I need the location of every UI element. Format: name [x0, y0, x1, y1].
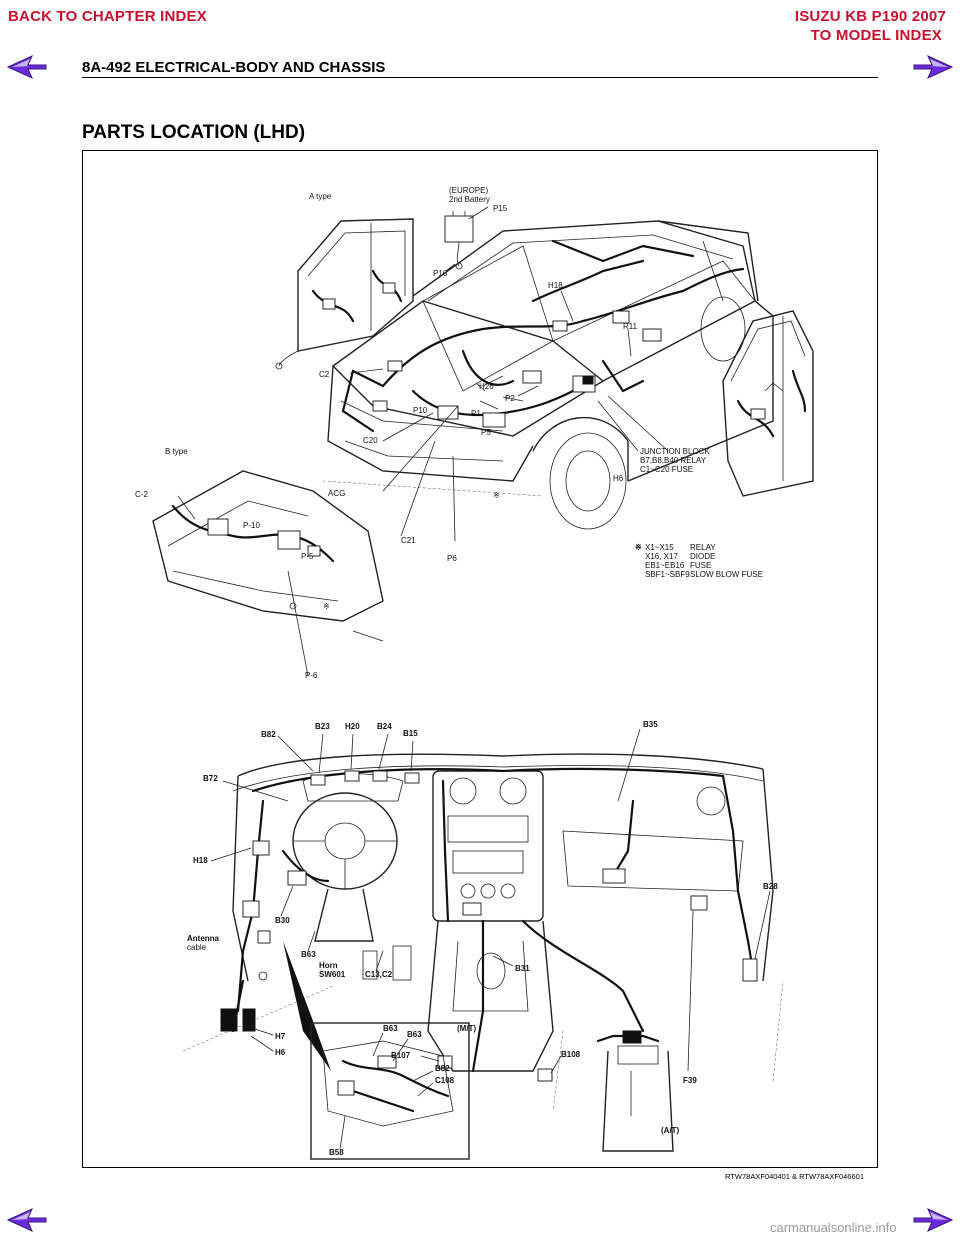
bottom-leader-lines	[210, 728, 771, 1074]
second-battery	[444, 211, 474, 270]
parts-location-figure: A type (EUROPE) 2nd Battery P15 P16 H18 …	[82, 150, 878, 1168]
label-p2: P2	[505, 394, 515, 403]
label-c13-c2: C13,C2	[365, 970, 393, 979]
model-title-link[interactable]: ISUZU KB P190 2007	[794, 8, 946, 25]
label-horn-switch: SW601	[319, 970, 346, 979]
to-model-index-link[interactable]: TO MODEL INDEX	[810, 27, 942, 44]
label-star-top: ※	[493, 491, 500, 500]
legend-code-1: X16, X17	[645, 552, 678, 561]
back-to-chapter-index-link[interactable]: BACK TO CHAPTER INDEX	[8, 8, 207, 25]
label-mt: (M/T)	[457, 1024, 476, 1033]
label-p1: P1	[471, 409, 481, 418]
label-p6-btype: P-6	[305, 671, 318, 680]
next-page-arrow-icon[interactable]	[912, 54, 954, 80]
left-door	[275, 218, 414, 370]
label-b35: B35	[643, 720, 658, 729]
label-h6-top: H6	[613, 474, 624, 483]
label-p5-btype: P-5	[301, 552, 314, 561]
previous-page-arrow-bottom-icon[interactable]	[6, 1207, 48, 1233]
label-c2: C2	[319, 370, 330, 379]
label-b30: B30	[275, 916, 290, 925]
label-h7: H7	[275, 1032, 286, 1041]
label-antenna: Antenna	[187, 934, 220, 943]
label-b23: B23	[315, 722, 330, 731]
label-h18-bottom: H18	[193, 856, 208, 865]
label-p5: P5	[481, 428, 491, 437]
header-rule	[82, 77, 878, 78]
legend-desc-0: RELAY	[690, 543, 716, 552]
label-p6: P6	[447, 554, 457, 563]
b-type-inset	[152, 470, 384, 642]
label-europe: (EUROPE)	[449, 186, 488, 195]
label-inset-b82: B82	[435, 1064, 450, 1073]
label-b72: B72	[203, 774, 218, 783]
label-acg: ACG	[328, 489, 345, 498]
label-c20: C20	[363, 436, 378, 445]
label-b82: B82	[261, 730, 276, 739]
label-inset-b58: B58	[329, 1148, 344, 1157]
dashboard-harness	[220, 767, 758, 1082]
label-c21: C21	[401, 536, 416, 545]
legend-code-0: X1~X15	[645, 543, 674, 552]
label-h18-top: H18	[548, 281, 563, 290]
label-junction-block: JUNCTION BLOCK	[640, 447, 710, 456]
label-at: (A/T)	[661, 1126, 680, 1135]
label-f39: F39	[683, 1076, 697, 1085]
label-junction-relay: B7,B8,B40 RELAY	[640, 456, 707, 465]
label-p10-btype: P-10	[243, 521, 260, 530]
label-h6-bottom: H6	[275, 1048, 286, 1057]
legend-desc-1: DIODE	[690, 552, 715, 561]
label-second-battery: 2nd Battery	[449, 195, 490, 204]
vehicle-harness	[341, 239, 745, 433]
label-antenna-cable: cable	[187, 943, 207, 952]
label-h20: H20	[345, 722, 360, 731]
next-page-arrow-bottom-icon[interactable]	[912, 1207, 954, 1233]
label-p10: P10	[413, 406, 428, 415]
label-inset-c108: C108	[435, 1076, 455, 1085]
label-b24: B24	[377, 722, 392, 731]
label-b63: B63	[301, 950, 316, 959]
page-header-title: 8A-492 ELECTRICAL-BODY AND CHASSIS	[82, 59, 386, 76]
label-inset-b63b: B63	[407, 1030, 422, 1039]
section-title: PARTS LOCATION (LHD)	[82, 122, 306, 143]
label-b107: B107	[391, 1051, 411, 1060]
label-star-btype: ※	[323, 602, 330, 611]
label-a-type: A type	[309, 192, 332, 201]
label-horn: Horn	[319, 961, 338, 970]
figure-reference-code: RTW78AXF040401 & RTW78AXF046601	[725, 1172, 864, 1181]
legend-code-2: EB1~EB16	[645, 561, 685, 570]
parts-location-diagram: A type (EUROPE) 2nd Battery P15 P16 H18 …	[135, 186, 814, 1160]
right-door	[722, 310, 814, 497]
label-h26: H26	[479, 382, 494, 391]
legend-desc-3: SLOW BLOW FUSE	[690, 570, 763, 579]
legend-code-3: SBF1~SBF9	[645, 570, 690, 579]
top-leader-lines	[177, 206, 669, 677]
site-watermark: carmanualsonline.info	[770, 1220, 897, 1235]
inset-detail	[310, 1022, 470, 1160]
label-inset-b63: B63	[383, 1024, 398, 1033]
legend-desc-2: FUSE	[690, 561, 711, 570]
label-b108: B108	[561, 1050, 581, 1059]
label-junction-fuse: C1~C20 FUSE	[640, 465, 693, 474]
at-shifter	[596, 1030, 674, 1152]
label-b28: B28	[763, 882, 778, 891]
legend-mark: ※	[635, 543, 642, 552]
label-b15: B15	[403, 729, 418, 738]
legend: ※ X1~X15 RELAY X16, X17 DIODE EB1~EB16 F…	[635, 543, 763, 579]
label-r11: R11	[623, 322, 638, 331]
label-b31: B31	[515, 964, 530, 973]
label-p16: P16	[433, 269, 448, 278]
label-b-type: B type	[165, 447, 188, 456]
label-c2-btype: C-2	[135, 490, 148, 499]
previous-page-arrow-icon[interactable]	[6, 54, 48, 80]
label-p15: P15	[493, 204, 508, 213]
